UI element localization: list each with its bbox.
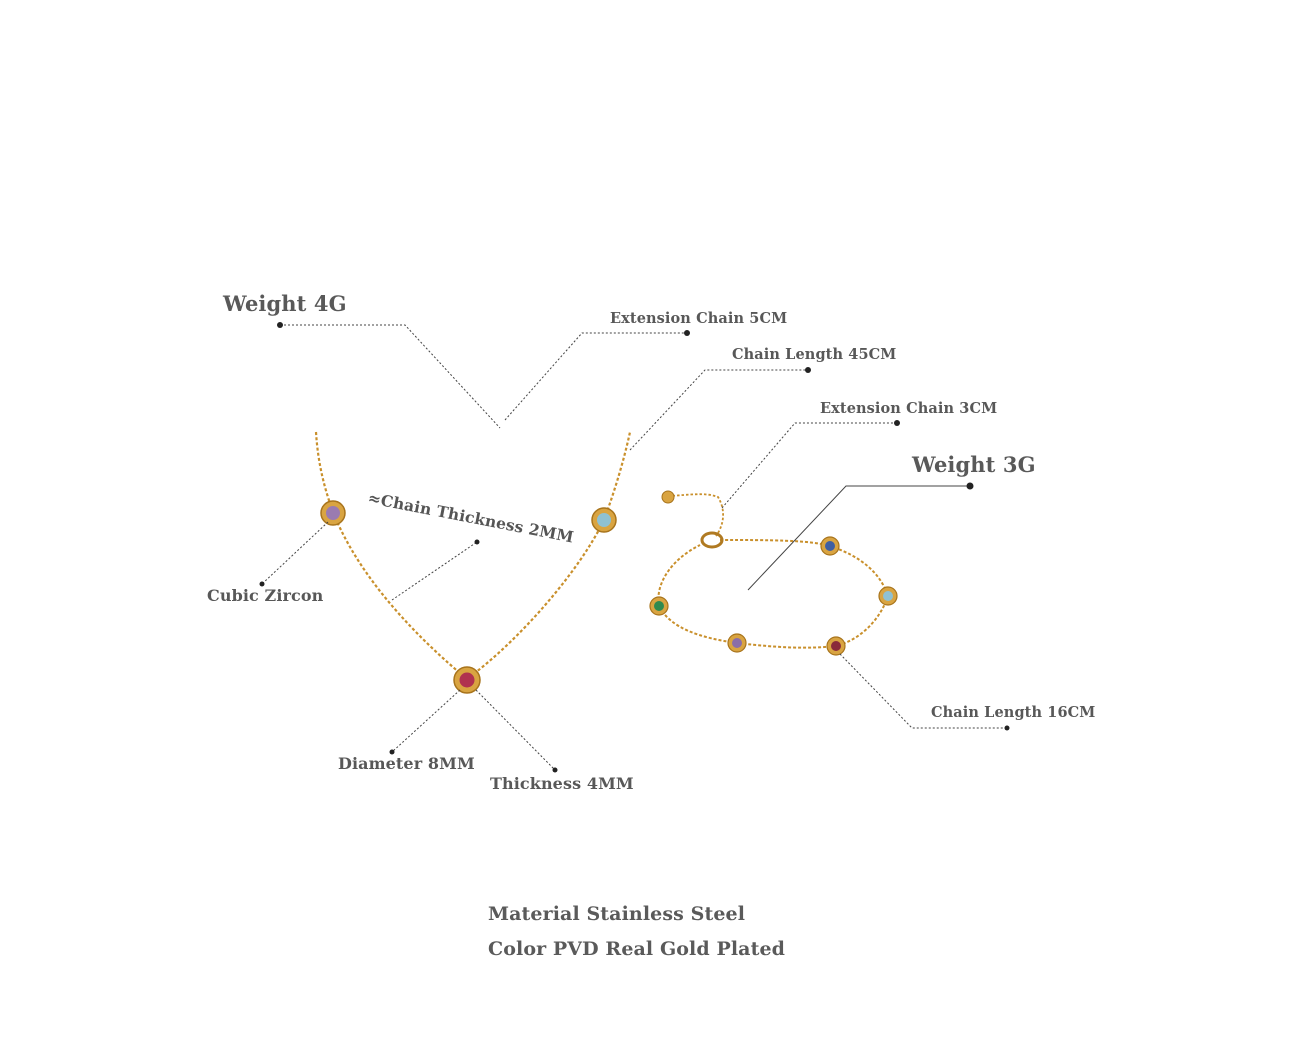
bracelet-chain [657,539,890,649]
label-extension-chain-bracelet: Extension Chain 3CM [820,400,998,417]
leader-extension-5cm [504,332,687,421]
label-thickness: Thickness 4MM [490,774,634,793]
label-cubic-zircon: Cubic Zircon [207,586,324,605]
label-weight-necklace: Weight 4G [223,291,347,316]
leader-dots [259,322,1010,773]
leader-cubic-zircon [261,521,329,585]
bracelet-stone-5 [826,636,846,656]
color-line: Color PVD Real Gold Plated [488,938,786,960]
leader-diameter [391,689,461,753]
bracelet [649,490,898,656]
necklace-chain [314,431,632,681]
necklace-stone-red [453,666,481,694]
bracelet-extension [667,493,724,537]
label-diameter: Diameter 8MM [338,754,475,773]
bracelet-stone-2 [878,586,898,606]
label-extension-chain-necklace: Extension Chain 5CM [610,310,788,327]
leader-chain-thickness [391,541,478,601]
label-chain-length-necklace: Chain Length 45CM [732,346,897,363]
leader-thickness [475,689,556,771]
bracelet-stone-4 [727,633,747,653]
material-line: Material Stainless Steel [488,903,746,925]
necklace [314,431,632,694]
leader-lines [261,324,1007,771]
leader-weight-3g [747,485,970,591]
leader-weight-4g [280,324,501,429]
leader-extension-3cm [721,422,897,509]
bracelet-stone-3 [649,596,669,616]
leader-chain-length-45cm [629,369,808,451]
necklace-stone-blue [591,507,617,533]
label-chain-length-bracelet: Chain Length 16CM [931,704,1096,721]
bracelet-stone-1 [820,536,840,556]
label-weight-bracelet: Weight 3G [912,452,1036,477]
necklace-stone-purple [320,500,346,526]
bracelet-clasp [700,531,724,549]
bracelet-tag [661,490,675,504]
